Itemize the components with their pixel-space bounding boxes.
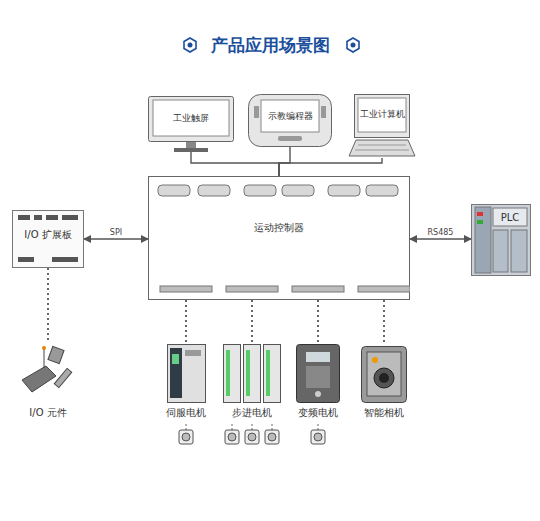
- node-label: I/O 扩展板: [14, 226, 82, 244]
- dotted-link: [185, 300, 187, 342]
- dotted-link: [317, 300, 319, 342]
- vfd-motor: 变频电机: [294, 342, 342, 420]
- edge-label: RS485: [427, 228, 455, 237]
- node-illustration: [148, 176, 410, 300]
- edge-label: SPI: [109, 228, 123, 237]
- diagram-title: 产品应用场景图: [0, 34, 540, 57]
- connector-line: [410, 238, 471, 239]
- node-label: 示教编程器: [261, 100, 319, 132]
- connector-line: [279, 147, 290, 176]
- node-illustration: [148, 96, 234, 152]
- connector-line: [279, 158, 382, 176]
- teach-pendant: 示教编程器: [248, 94, 332, 147]
- node-label: 步进电机: [221, 406, 283, 420]
- dotted-link: [383, 300, 385, 342]
- node-label: 变频电机: [294, 406, 342, 420]
- node-label: 伺服电机: [163, 406, 209, 420]
- node-label: 智能相机: [359, 406, 409, 420]
- motion-controller: 运动控制器: [148, 176, 410, 300]
- connector-line: [191, 152, 279, 176]
- node-label: 运动控制器: [148, 218, 410, 238]
- touch-screen: 工业触屏: [148, 96, 234, 152]
- industrial-pc: 工业计算机: [348, 94, 416, 158]
- io-expansion-board: I/O 扩展板: [12, 210, 84, 268]
- node-illustration: [348, 94, 416, 158]
- plc-unit: PLC: [471, 204, 531, 276]
- node-label: I/O 元件: [18, 406, 78, 420]
- node-label: 工业计算机: [357, 98, 408, 132]
- io-component: I/O 元件: [18, 342, 78, 420]
- dotted-link: [251, 300, 253, 342]
- node-label: 工业触屏: [153, 100, 229, 136]
- motor-icons: [179, 424, 325, 444]
- stepper-motor: 步进电机: [221, 342, 283, 420]
- smart-camera: 智能相机: [359, 342, 409, 420]
- dotted-link: [47, 268, 49, 342]
- servo-motor: 伺服电机: [163, 342, 209, 420]
- node-label: PLC: [493, 208, 527, 226]
- connector-line: [84, 238, 148, 239]
